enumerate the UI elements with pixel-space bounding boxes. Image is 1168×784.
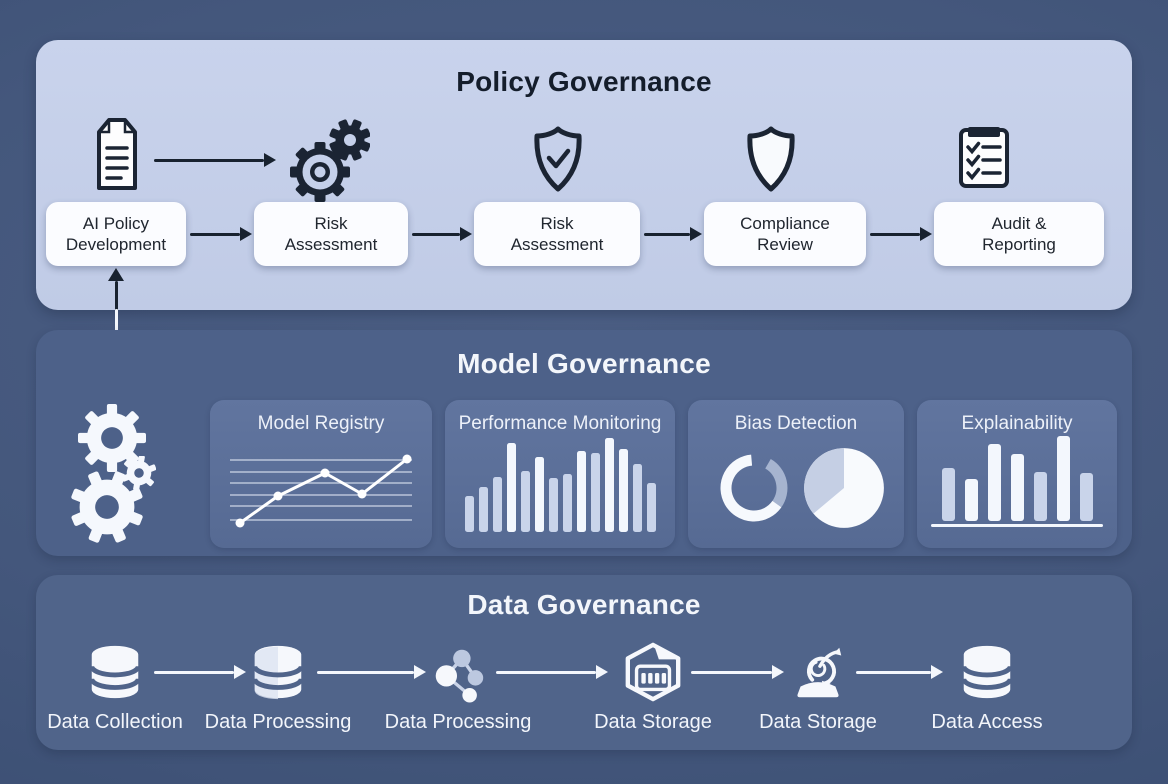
mini-bar: [941, 468, 955, 521]
flow-arrow-line: [190, 232, 240, 236]
data-flow-arrow-head: [234, 665, 246, 679]
policy-icon-arrow-line: [154, 158, 264, 162]
data-step-label: Data Storage: [759, 711, 877, 733]
data-governance-title: Data Governance: [467, 589, 701, 620]
mini-bar: [964, 478, 978, 521]
mini-bar: [1056, 435, 1070, 521]
flow-arrow-line: [412, 232, 460, 236]
step-label-line1: AI Policy: [82, 214, 150, 233]
policy-governance-title: Policy Governance: [456, 66, 712, 97]
database-icon: [89, 645, 141, 699]
step-compliance-review: Compliance Review: [704, 202, 866, 266]
database-icon: [252, 645, 304, 700]
white-gear-small-icon: [122, 456, 156, 490]
flow-arrow-head: [460, 227, 472, 241]
database-icon: [961, 645, 1013, 699]
mini-bar: [1079, 473, 1093, 521]
step-label-line2: Assessment: [510, 235, 604, 254]
mini-bar: [548, 478, 558, 532]
line-chart-icon: [230, 454, 412, 528]
flow-arrow-head: [920, 227, 932, 241]
data-step-label: Data Processing: [384, 711, 532, 733]
flow-arrow-line: [870, 232, 920, 236]
bar-chart-baseline: [931, 523, 1103, 527]
white-gear-icon: [71, 471, 143, 543]
data-step-label: Data Access: [931, 711, 1043, 733]
mini-bar: [576, 451, 586, 532]
step-label-line1: Risk: [540, 214, 574, 233]
card-title: Performance Monitoring: [458, 413, 662, 434]
data-flow-arrow-head: [931, 665, 943, 679]
step-audit-reporting: Audit & Reporting: [934, 202, 1104, 266]
step-label-line2: Review: [757, 235, 813, 254]
document-icon: [97, 118, 137, 190]
data-flow-arrow-line: [154, 670, 234, 674]
data-flow-arrow-line: [856, 670, 931, 674]
mini-bar: [618, 449, 628, 532]
data-flow-arrow-line: [496, 670, 596, 674]
data-step-label: Data Storage: [594, 711, 712, 733]
donut-chart-icon: [720, 454, 788, 522]
step-label-line2: Reporting: [982, 235, 1056, 254]
model-governance-panel: Model Governance: [36, 330, 1132, 556]
mini-bar: [1033, 471, 1047, 521]
data-step-label: Data Processing: [204, 711, 352, 733]
card-title: Explainability: [961, 413, 1073, 434]
gears-icon: [290, 119, 370, 202]
mini-bar: [1010, 454, 1024, 521]
card-explainability: Explainability: [917, 400, 1117, 548]
mini-bar: [590, 453, 600, 532]
checklist-icon: [959, 127, 1009, 188]
data-governance-panel: Data Governance Data Collection Data Pro…: [36, 575, 1132, 750]
data-flow-arrow-head: [414, 665, 426, 679]
policy-icon-arrow-head: [264, 153, 276, 167]
mini-bar: [646, 483, 656, 532]
mini-bar: [987, 443, 1001, 521]
shield-icon: [747, 126, 795, 192]
mini-bar: [604, 438, 614, 532]
data-step-label: Data Collection: [47, 711, 183, 733]
step-label-line1: Compliance: [740, 214, 830, 233]
card-bias-detection: Bias Detection: [688, 400, 904, 548]
pie-chart-icon: [804, 448, 884, 528]
card-model-registry: Model Registry: [210, 400, 432, 548]
white-gear-icon: [78, 404, 146, 472]
mini-bar: [534, 456, 544, 532]
card-title: Bias Detection: [734, 413, 858, 434]
warehouse-icon: [625, 642, 681, 702]
step-label-line2: Development: [65, 235, 167, 254]
card-title: Model Registry: [257, 413, 385, 434]
data-flow-arrow-head: [596, 665, 608, 679]
data-flow-arrow-line: [317, 670, 414, 674]
step-ai-policy-development: AI Policy Development: [46, 202, 186, 266]
step-label-line1: Audit &: [991, 214, 1047, 233]
step-label-line1: Risk: [314, 214, 348, 233]
mini-bar: [492, 477, 502, 532]
mini-bar: [478, 486, 488, 532]
mini-bar: [520, 470, 530, 532]
flow-arrow-head: [690, 227, 702, 241]
mini-bar: [506, 442, 516, 532]
data-flow-arrow-line: [691, 670, 772, 674]
mini-bar: [632, 464, 642, 532]
shield-check-icon: [534, 126, 582, 192]
step-label-line2: Assessment: [284, 235, 378, 254]
mini-bar: [562, 473, 572, 532]
flow-arrow-line: [644, 232, 690, 236]
bar-chart-icon: [917, 433, 1117, 521]
card-performance-monitoring: Performance Monitoring: [445, 400, 675, 548]
data-flow-arrow-head: [772, 665, 784, 679]
data-flow-icon: [797, 647, 842, 698]
step-risk-assessment-1: Risk Assessment: [254, 202, 408, 266]
policy-model-link-arrow-up: [107, 268, 124, 281]
step-risk-assessment-2: Risk Assessment: [474, 202, 640, 266]
network-icon: [435, 649, 484, 703]
flow-arrow-head: [240, 227, 252, 241]
mini-bar: [464, 496, 474, 532]
policy-governance-panel: Policy Governance: [36, 40, 1132, 310]
bar-chart-icon: [445, 438, 675, 532]
model-governance-title: Model Governance: [457, 348, 711, 379]
policy-model-link-line-dark: [114, 281, 118, 310]
